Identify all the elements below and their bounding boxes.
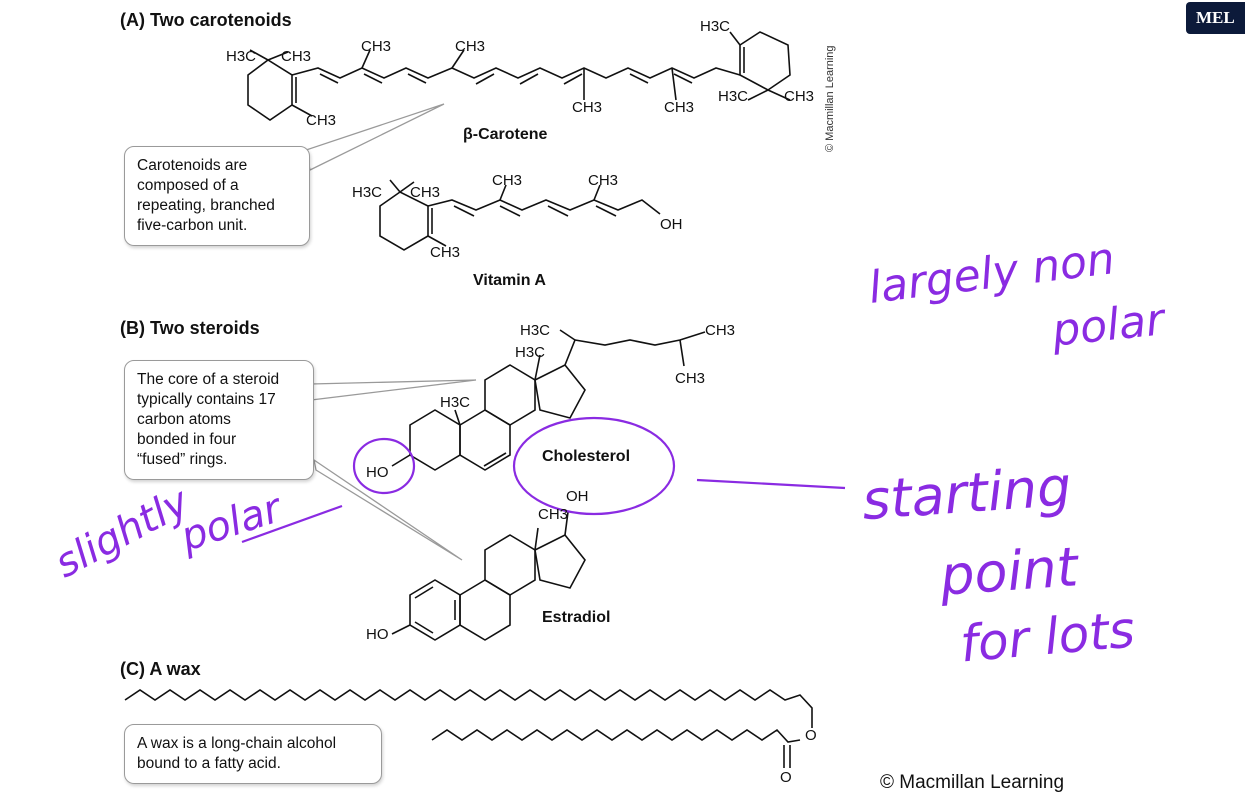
- atom-label: CH3: [572, 99, 603, 116]
- annotation-circle-ho: [352, 437, 416, 495]
- atom-label: CH3: [306, 112, 337, 129]
- wax-skeleton: [124, 689, 813, 768]
- atom-label: CH3: [361, 38, 392, 55]
- atom-label: HO: [366, 464, 389, 481]
- atom-label: H3C: [352, 184, 383, 201]
- atom-label: CH3: [784, 88, 815, 105]
- annotation-point: point: [937, 535, 1080, 608]
- atom-label: O: [805, 727, 817, 744]
- carotenoid-callout: Carotenoids are composed of a repeating,…: [124, 146, 310, 246]
- atom-label: CH3: [588, 172, 619, 189]
- molecule-name-vitamin-a: Vitamin A: [473, 272, 546, 289]
- section-title-steroids: (B) Two steroids: [120, 318, 260, 338]
- wax-callout: A wax is a long-chain alcohol bound to a…: [124, 724, 382, 784]
- atom-label: H3C: [700, 18, 731, 35]
- atom-label: CH3: [705, 322, 736, 339]
- vitamin-a-skeleton: [379, 179, 661, 251]
- annotation-arrow-line: [696, 478, 846, 490]
- section-title-carotenoids: (A) Two carotenoids: [120, 10, 292, 30]
- atom-label: H3C: [520, 322, 551, 339]
- atom-label: CH3: [492, 172, 523, 189]
- atom-label: H3C: [718, 88, 749, 105]
- atom-label: H3C: [440, 394, 471, 411]
- molecule-name-estradiol: Estradiol: [542, 609, 611, 626]
- atom-label: H3C: [226, 48, 257, 65]
- beta-carotene-skeleton: [247, 31, 791, 121]
- atom-label: CH3: [664, 99, 695, 116]
- steroid-callout-pointer-bottom: [313, 458, 463, 561]
- molecule-name-beta-carotene: β-Carotene: [463, 126, 548, 143]
- molecule-name-cholesterol: Cholesterol: [542, 448, 631, 465]
- atom-label: OH: [660, 216, 683, 233]
- annotation-underline: [241, 504, 343, 544]
- atom-label: O: [780, 769, 792, 786]
- copyright-watermark: © Macmillan Learning: [824, 45, 836, 152]
- atom-label: CH3: [410, 184, 441, 201]
- annotation-circle-core: [512, 416, 676, 516]
- atom-label: CH3: [281, 48, 312, 65]
- steroid-callout: The core of a steroid typically contains…: [124, 360, 314, 480]
- atom-label: CH3: [430, 244, 461, 261]
- atom-label: HO: [366, 626, 389, 643]
- atom-label: OH: [566, 488, 589, 505]
- copyright-footer: © Macmillan Learning: [880, 772, 1065, 793]
- brand-badge: MEL: [1186, 2, 1245, 34]
- atom-label: H3C: [515, 344, 546, 361]
- atom-label: CH3: [675, 370, 706, 387]
- cholesterol-skeleton: [391, 329, 706, 471]
- annotation-strokes: [241, 416, 846, 544]
- atom-label: CH3: [455, 38, 486, 55]
- estradiol-skeleton: [391, 511, 586, 641]
- section-title-wax: (C) A wax: [120, 659, 201, 679]
- atom-label: CH3: [538, 506, 569, 523]
